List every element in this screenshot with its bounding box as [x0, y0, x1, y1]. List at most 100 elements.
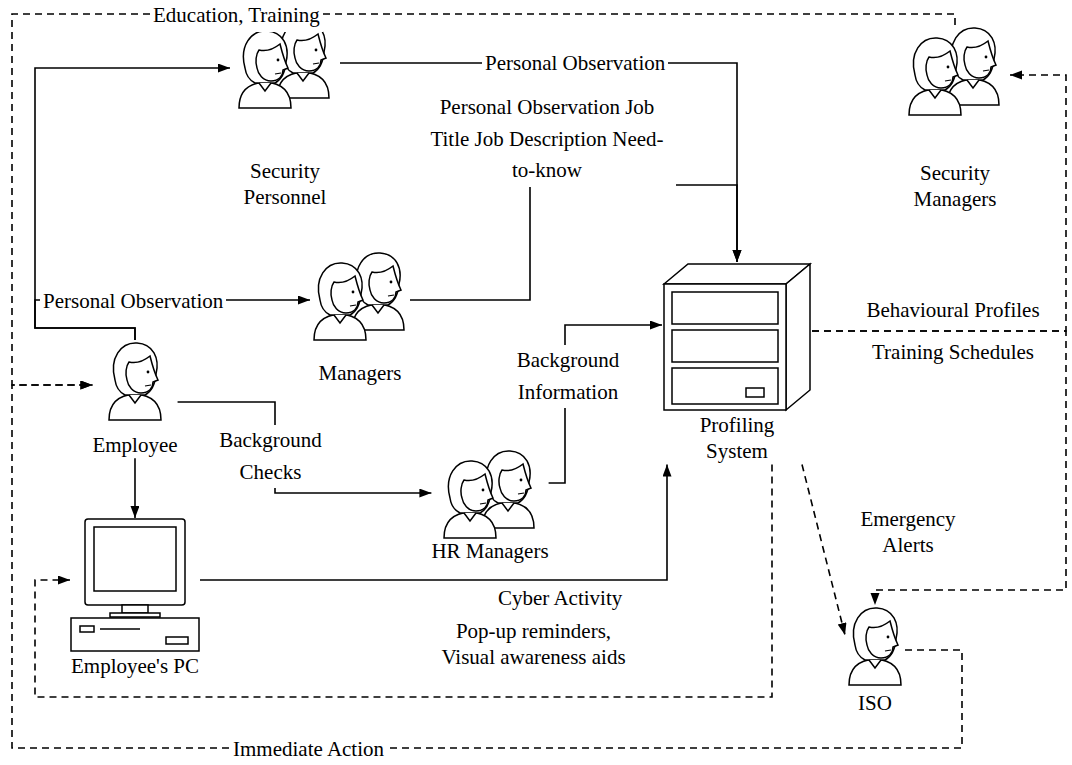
person-stroke: [869, 660, 881, 668]
person-stroke: [926, 51, 958, 88]
person-mouth: [983, 70, 989, 71]
person-stroke: [239, 82, 291, 108]
person-eye: [985, 56, 988, 59]
node-label: Profiling System: [687, 412, 787, 465]
person-stroke: [356, 253, 400, 305]
connector: [12, 14, 955, 385]
icon-stroke: [110, 613, 160, 617]
actor-node: Security Personnel: [230, 18, 340, 211]
person-figure: [109, 343, 161, 420]
icon-stroke: [672, 330, 778, 362]
icon-stroke: [71, 618, 199, 651]
person-stroke: [113, 343, 157, 395]
person-mouth: [945, 80, 951, 81]
connector: [802, 465, 845, 636]
node-label: Employee: [92, 432, 177, 458]
person-stroke: [499, 464, 531, 501]
edge-label: Background Information: [490, 345, 646, 408]
actor-node: Employee: [92, 340, 177, 458]
node-label: HR Managers: [431, 538, 548, 564]
connector: [812, 331, 1066, 605]
icon-stroke: [672, 292, 778, 324]
person-eye: [390, 281, 393, 284]
person-eye: [947, 66, 950, 69]
person-eye: [520, 479, 523, 482]
person-stroke: [486, 451, 530, 503]
node-label: Employee's PC: [71, 653, 199, 679]
person-stroke: [849, 659, 901, 685]
connector: [35, 465, 772, 698]
edge-label: Personal Observation: [482, 48, 668, 80]
single-icon: [845, 605, 905, 685]
person-figure: [849, 608, 901, 685]
person-eye: [352, 291, 355, 294]
icon-stroke: [746, 388, 764, 397]
person-stroke: [909, 89, 961, 115]
pair-icon: [905, 25, 1005, 115]
node-label: Managers: [319, 360, 402, 386]
person-mouth: [388, 295, 394, 296]
person-stroke: [256, 44, 288, 81]
icon-stroke: [94, 527, 176, 591]
person-stroke: [461, 474, 493, 511]
actor-node: Managers: [310, 250, 410, 386]
actor-node: Security Managers: [900, 25, 1010, 213]
person-stroke: [929, 90, 941, 98]
person-stroke: [853, 608, 897, 660]
server-node: Profiling System: [662, 262, 812, 465]
icon-stroke: [664, 264, 810, 284]
person-figure: [239, 31, 291, 108]
connector: [134, 458, 136, 518]
person-figure: [909, 38, 961, 115]
icon-stroke: [80, 626, 94, 632]
person-stroke: [129, 395, 141, 403]
icon-stroke: [786, 264, 810, 410]
icon-stroke: [664, 284, 786, 410]
pair-icon: [235, 18, 335, 108]
person-eye: [887, 636, 890, 639]
computer-node: Employee's PC: [70, 518, 200, 679]
person-stroke: [297, 73, 309, 81]
person-stroke: [464, 513, 476, 521]
person-mouth: [145, 385, 151, 386]
icon-stroke: [122, 605, 148, 613]
edge-label: Personal Observation: [40, 286, 226, 318]
edge-label: Personal Observation Job Title Job Descr…: [418, 92, 676, 187]
edge-label: Emergency Alerts: [850, 506, 966, 559]
person-stroke: [913, 38, 957, 90]
person-mouth: [313, 63, 319, 64]
person-stroke: [334, 315, 346, 323]
person-stroke: [372, 305, 384, 313]
person-figure: [444, 461, 496, 538]
person-stroke: [967, 80, 979, 88]
person-eye: [482, 489, 485, 492]
connector: [35, 68, 230, 340]
pc-icon: [70, 518, 200, 653]
edge-label: Cyber Activity: [495, 583, 625, 615]
person-stroke: [243, 31, 287, 83]
pair-icon: [310, 250, 410, 340]
icon-stroke: [672, 368, 778, 404]
person-mouth: [480, 503, 486, 504]
icon-stroke: [166, 637, 188, 644]
actor-node: HR Managers: [431, 448, 548, 564]
person-eye: [277, 59, 280, 62]
icon-stroke: [100, 628, 140, 630]
person-mouth: [275, 73, 281, 74]
person-stroke: [448, 461, 492, 513]
person-mouth: [350, 305, 356, 306]
person-stroke: [294, 34, 326, 71]
pair-icon: [440, 448, 540, 538]
icon-stroke: [85, 519, 185, 605]
node-label: Security Personnel: [230, 158, 340, 211]
edge-label: Immediate Action: [230, 734, 387, 765]
person-stroke: [964, 41, 996, 78]
edge-label: Background Checks: [205, 425, 336, 488]
person-stroke: [951, 28, 995, 80]
person-stroke: [126, 356, 158, 393]
node-label: Security Managers: [900, 160, 1010, 213]
single-icon: [105, 340, 165, 420]
connector: [340, 63, 737, 262]
person-eye: [315, 49, 318, 52]
